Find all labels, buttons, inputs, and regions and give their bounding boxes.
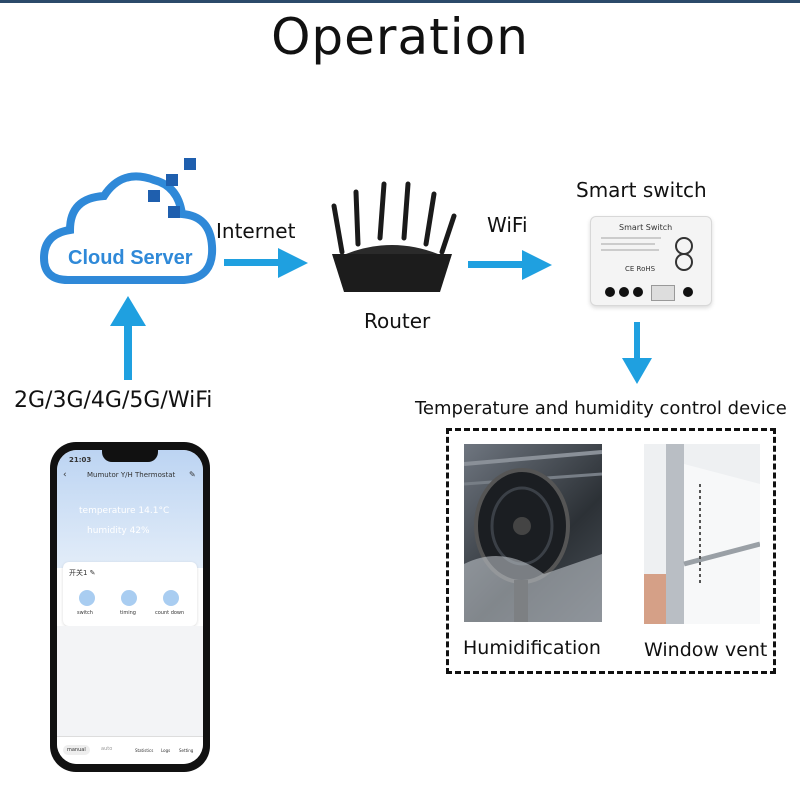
control-device-label: Temperature and humidity control device [415, 398, 787, 419]
edit-icon[interactable]: ✎ [189, 470, 196, 479]
back-icon[interactable]: ‹ [63, 470, 67, 480]
cloud-server-icon: Cloud Server [39, 158, 217, 284]
mobile-network-label: 2G/3G/4G/5G/WiFi [14, 388, 213, 413]
router-icon [331, 181, 457, 292]
nav-setting[interactable]: Setting [179, 748, 194, 753]
humidity-readout: humidity 42% [87, 526, 150, 536]
smartphone: 21:03 ‹ Mumutor Y/H Thermostat ✎ tempera… [50, 442, 210, 772]
device-brand-text: Smart Switch [619, 223, 673, 232]
switch-button-label: switch [77, 610, 93, 616]
internet-arrow [224, 248, 308, 278]
phone-time: 21:03 [69, 456, 92, 464]
humidification-label: Humidification [463, 637, 601, 659]
window-vent-photo [644, 444, 760, 624]
switch-group-label: 开关1 ✎ [69, 569, 96, 577]
smart-switch-label: Smart switch [576, 178, 707, 202]
temperature-readout: temperature 14.1°C [79, 506, 170, 516]
count-down-button-label: count down [155, 610, 185, 616]
control-device-box [446, 428, 776, 674]
nav-auto[interactable]: auto [101, 746, 113, 752]
app-body [57, 626, 203, 736]
phone-to-cloud-arrow [110, 296, 146, 380]
count-down-button[interactable] [163, 590, 179, 606]
phone-notch [102, 448, 158, 462]
nav-logs[interactable]: Logs [161, 748, 171, 753]
app-title: Mumutor Y/H Thermostat [87, 471, 176, 479]
bottom-nav: manual auto Statistics Logs Setting [57, 736, 203, 764]
phone-screen: 21:03 ‹ Mumutor Y/H Thermostat ✎ tempera… [57, 450, 203, 764]
app-header-panel [57, 450, 203, 568]
switch-card: 开关1 ✎ switch timing count down [63, 562, 197, 626]
window-vent-label: Window vent [644, 639, 768, 661]
switch-to-device-arrow [622, 322, 652, 384]
internet-label: Internet [216, 219, 296, 243]
nav-statistics[interactable]: Statistics [135, 748, 154, 753]
wifi-arrow [468, 250, 552, 280]
page-title: Operation [271, 8, 529, 66]
switch-button[interactable] [79, 590, 95, 606]
cloud-server-label: Cloud Server [68, 247, 193, 269]
timing-button-label: timing [120, 610, 136, 616]
timing-button[interactable] [121, 590, 137, 606]
top-divider [0, 0, 800, 3]
ce-marking: CE RoHS [625, 265, 656, 273]
router-label: Router [364, 309, 431, 333]
humidification-photo [464, 444, 602, 622]
smart-switch-device: Smart Switch CE RoHS [590, 216, 712, 306]
wifi-label: WiFi [487, 213, 528, 237]
nav-manual[interactable]: manual [63, 745, 90, 755]
